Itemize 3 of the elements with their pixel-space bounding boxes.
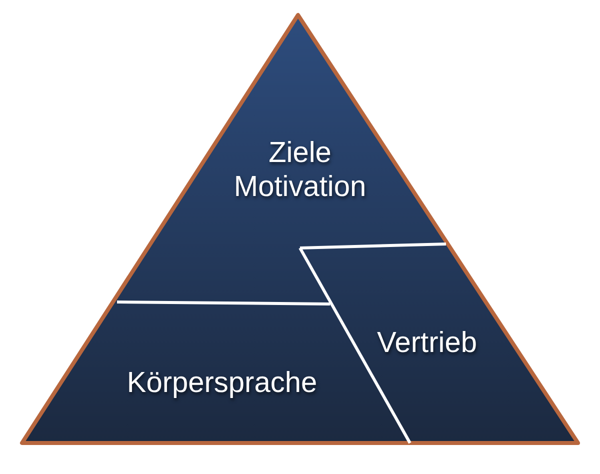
section-label: Körpersprache (112, 366, 332, 400)
section-label: Vertrieb (365, 326, 489, 360)
section-label: Ziele Motivation (220, 136, 380, 204)
